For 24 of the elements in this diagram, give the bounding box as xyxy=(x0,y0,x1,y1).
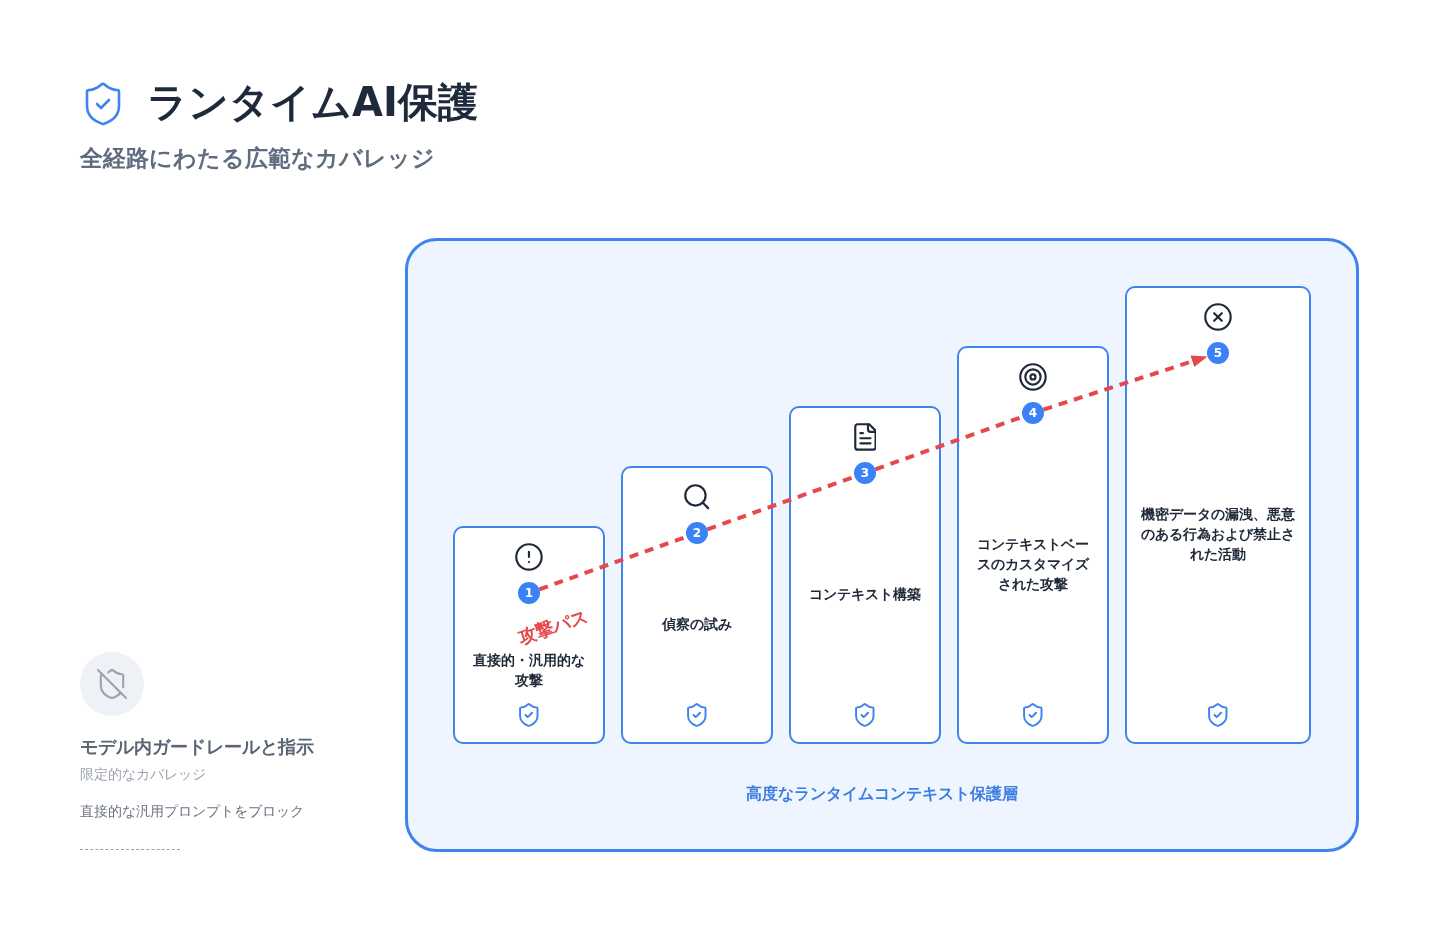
page-title: ランタイムAI保護 xyxy=(147,78,478,126)
attack-stage-card xyxy=(621,466,773,744)
attack-stage-card xyxy=(789,406,941,744)
step-number-badge: 2 xyxy=(686,522,708,544)
edge-label: 攻撃パス xyxy=(515,605,591,649)
attack-path-arrow xyxy=(1042,355,1208,412)
section-subtext: 限定的なカバレッジ xyxy=(80,765,206,784)
step-number-badge: 5 xyxy=(1207,342,1229,364)
stage-label: 機密データの漏洩、悪意のある行為および禁止された活動 xyxy=(1141,504,1295,564)
attack-stage-card xyxy=(957,346,1109,744)
stage-label: コンテキスト構築 xyxy=(809,584,921,604)
attack-stage-card xyxy=(453,526,605,744)
subtitle: 全経路にわたる広範なカバレッジ xyxy=(80,144,435,173)
section-heading: モデル内ガードレールと指示 xyxy=(80,735,314,759)
protection-layer-panel xyxy=(405,238,1359,852)
stage-label: コンテキストベースのカスタマイズされた攻撃 xyxy=(976,534,1091,594)
section-note: 直接的な汎用プロンプトをブロック xyxy=(80,802,304,821)
stage-label: 直接的・汎用的な攻撃 xyxy=(472,651,586,690)
attack-stage-card xyxy=(1125,286,1311,744)
step-number-badge: 3 xyxy=(854,462,876,484)
step-number-badge: 4 xyxy=(1022,402,1044,424)
stage-label: 偵察の試み xyxy=(662,614,732,634)
layer-label: 高度なランタイムコンテキスト保護層 xyxy=(746,784,1018,804)
step-number-badge: 1 xyxy=(518,582,540,604)
